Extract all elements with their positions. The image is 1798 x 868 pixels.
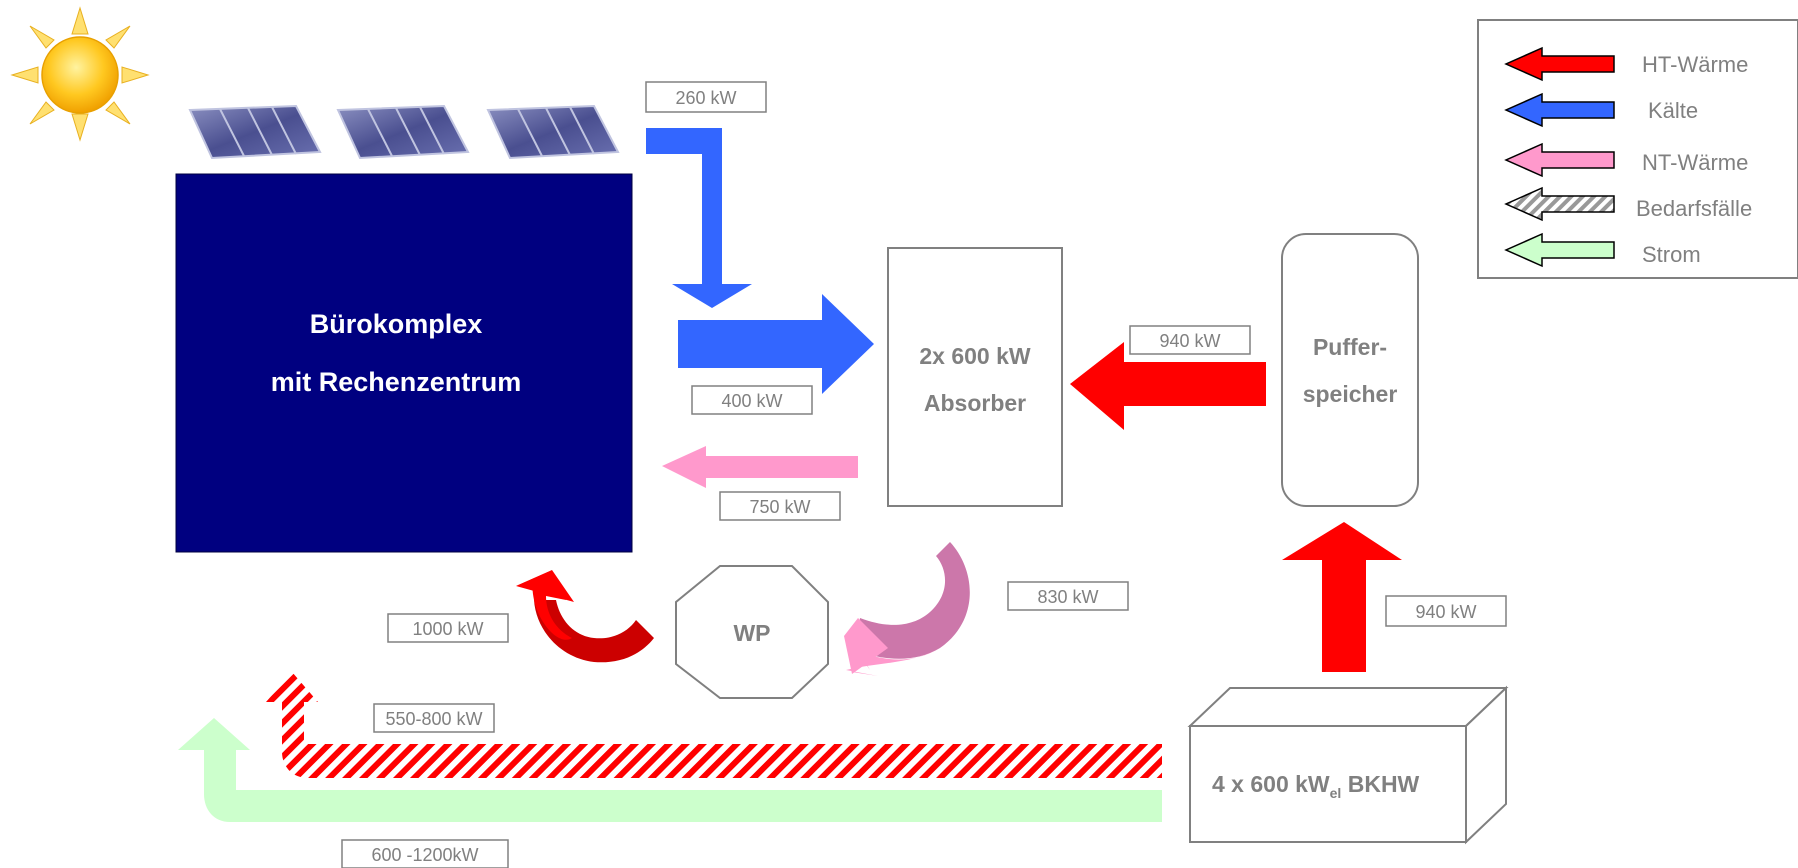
svg-text:750 kW: 750 kW: [749, 497, 810, 517]
svg-text:Kälte: Kälte: [1648, 98, 1698, 123]
legend-item-cooling: Kälte: [1504, 92, 1698, 128]
svg-text:400 kW: 400 kW: [721, 391, 782, 411]
legend: HT-Wärme Kälte NT-Wärme Bedarfsfälle Str…: [1477, 19, 1798, 279]
buffer-subtitle: speicher: [1303, 381, 1398, 407]
office-building: Bürokomplex mit Rechenzentrum: [175, 173, 633, 553]
svg-text:940 kW: 940 kW: [1415, 602, 1476, 622]
svg-text:Bedarfsfälle: Bedarfsfälle: [1636, 196, 1752, 221]
svg-text:Strom: Strom: [1642, 242, 1701, 267]
solar-panels: [188, 104, 620, 160]
svg-text:940 kW: 940 kW: [1159, 331, 1220, 351]
absorber-to-office-arrow: [662, 446, 858, 488]
solar-panel-icon: [486, 104, 620, 160]
office-title: Bürokomplex: [310, 309, 483, 339]
svg-text:NT-Wärme: NT-Wärme: [1642, 150, 1748, 175]
legend-item-nt-heat: NT-Wärme: [1504, 142, 1748, 178]
flow-label: 940 kW: [1385, 595, 1507, 627]
absorber-to-heat-pump-arrow: [844, 542, 970, 676]
heat-pump-to-office-arrow: [516, 570, 654, 663]
office-subtitle: mit Rechenzentrum: [271, 367, 522, 397]
svg-text:550-800 kW: 550-800 kW: [385, 709, 482, 729]
svg-text:830 kW: 830 kW: [1037, 587, 1098, 607]
solar-panel-icon: [336, 104, 470, 160]
buffer-tank: Puffer- speicher: [1281, 233, 1419, 507]
svg-text:600 -1200kW: 600 -1200kW: [371, 845, 478, 865]
flow-label: 940 kW: [1129, 325, 1251, 355]
flow-label: 750 kW: [719, 491, 841, 521]
flow-label: 830 kW: [1007, 581, 1129, 611]
solar-cooling-arrow: [646, 128, 752, 308]
flow-label: 260 kW: [645, 81, 767, 113]
svg-text:1000 kW: 1000 kW: [412, 619, 483, 639]
heat-pump: WP: [675, 565, 829, 699]
legend-item-ht-heat: HT-Wärme: [1504, 46, 1748, 82]
solar-panel-icon: [188, 104, 322, 160]
buffer-to-absorber-arrow: [1070, 342, 1266, 430]
svg-text:HT-Wärme: HT-Wärme: [1642, 52, 1748, 77]
legend-item-demand: Bedarfsfälle: [1504, 186, 1752, 222]
chp-label: 4 x 600 kWel BKHW: [1212, 771, 1420, 801]
chp-to-buffer-arrow: [1282, 522, 1402, 672]
heat-demand-arrow: [266, 672, 1162, 778]
heat-pump-label: WP: [733, 620, 770, 646]
flow-label: 550-800 kW: [373, 703, 495, 733]
absorber-title: 2x 600 kW: [919, 343, 1031, 369]
buffer-title: Puffer-: [1313, 334, 1387, 360]
absorber-subtitle: Absorber: [924, 390, 1026, 416]
flow-labels: 260 kW 400 kW 940 kW 750 kW 830 kW 1000 …: [341, 81, 1507, 868]
flow-label: 1000 kW: [387, 613, 509, 643]
sun-icon: [10, 6, 150, 142]
svg-text:260 kW: 260 kW: [675, 88, 736, 108]
cooling-flow-arrows: [646, 128, 874, 394]
cooling-to-absorber-arrow: [678, 294, 874, 394]
absorber-unit: 2x 600 kW Absorber: [887, 247, 1063, 507]
power-arrow: [178, 718, 1162, 822]
chp-unit: 4 x 600 kWel BKHW: [1187, 685, 1509, 845]
flow-label: 400 kW: [691, 385, 813, 415]
flow-label: 600 -1200kW: [341, 839, 509, 868]
legend-item-power: Strom: [1504, 232, 1701, 268]
